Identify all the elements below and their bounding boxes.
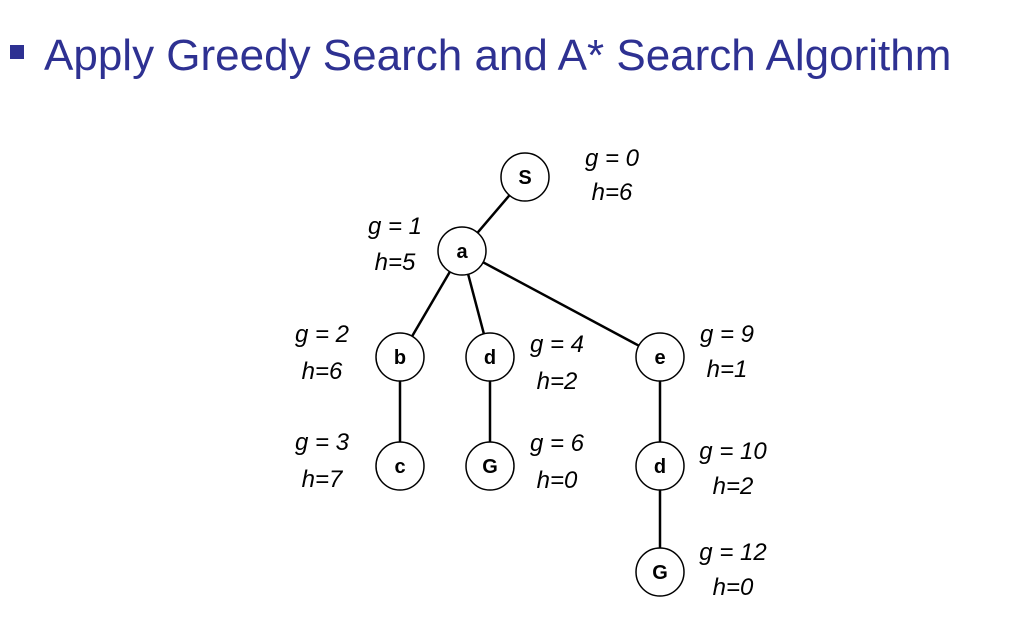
edge-a-e xyxy=(482,261,640,347)
node-label-c: c xyxy=(394,456,405,478)
node-circle-S xyxy=(500,152,550,202)
slide-title: Apply Greedy Search and A* Search Algori… xyxy=(44,31,952,80)
node-label-d2: d xyxy=(654,456,666,478)
node-G1: G xyxy=(465,441,515,491)
h-heuristic-label-e: h=1 xyxy=(707,356,748,383)
node-label-G1: G xyxy=(482,456,498,478)
node-d1: d xyxy=(465,332,515,382)
node-circle-a xyxy=(437,226,487,276)
node-G2: G xyxy=(635,547,685,597)
node-circle-d1 xyxy=(465,332,515,382)
g-cost-label-b: g = 2 xyxy=(295,321,349,348)
tree-edges xyxy=(398,194,662,548)
g-cost-label-d1: g = 4 xyxy=(530,331,584,358)
h-heuristic-label-d2: h=2 xyxy=(713,473,754,500)
title-bullet xyxy=(10,45,24,59)
node-b: b xyxy=(375,332,425,382)
node-S: S xyxy=(500,152,550,202)
node-circle-c xyxy=(375,441,425,491)
node-label-G2: G xyxy=(652,562,668,584)
g-cost-label-S: g = 0 xyxy=(585,145,640,172)
g-cost-label-c: g = 3 xyxy=(295,429,350,456)
node-circle-e xyxy=(635,332,685,382)
node-d2: d xyxy=(635,441,685,491)
h-heuristic-label-S: h=6 xyxy=(592,179,633,206)
h-heuristic-label-G2: h=0 xyxy=(713,574,754,601)
g-cost-label-a: g = 1 xyxy=(368,213,422,240)
edge-a-b xyxy=(411,271,451,337)
node-e: e xyxy=(635,332,685,382)
node-c: c xyxy=(375,441,425,491)
node-label-d1: d xyxy=(484,347,496,369)
g-cost-label-d2: g = 10 xyxy=(699,438,767,465)
h-heuristic-label-b: h=6 xyxy=(302,358,343,385)
node-label-e: e xyxy=(654,347,665,369)
g-cost-label-G1: g = 6 xyxy=(530,430,585,457)
g-cost-label-e: g = 9 xyxy=(700,321,754,348)
h-heuristic-label-c: h=7 xyxy=(302,466,344,493)
node-circle-d2 xyxy=(635,441,685,491)
edge-S-a xyxy=(476,194,511,234)
node-circle-G2 xyxy=(635,547,685,597)
h-heuristic-label-a: h=5 xyxy=(375,249,416,276)
edge-a-d1 xyxy=(466,273,486,335)
node-a: a xyxy=(437,226,487,276)
h-heuristic-label-d1: h=2 xyxy=(537,368,578,395)
g-cost-label-G2: g = 12 xyxy=(699,539,766,566)
node-circle-b xyxy=(375,332,425,382)
node-circle-G1 xyxy=(465,441,515,491)
tree-annotations: g = 0 h=6 g = 1 h=5 g = 2 h=6 g = 4 h=2 g = 9 h=1… xyxy=(295,145,767,601)
node-label-S: S xyxy=(518,167,531,189)
node-label-b: b xyxy=(394,347,406,369)
node-label-a: a xyxy=(456,241,468,263)
h-heuristic-label-G1: h=0 xyxy=(537,467,578,494)
